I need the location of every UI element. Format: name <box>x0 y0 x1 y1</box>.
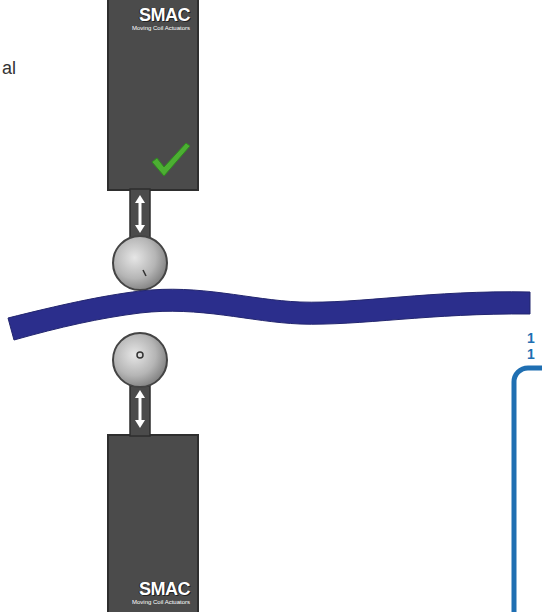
roller-mark <box>143 270 146 276</box>
callout-number: 1 <box>527 330 535 346</box>
roller-mark <box>137 352 143 358</box>
side-panel <box>514 368 542 612</box>
callout-number: 1 <box>527 346 535 362</box>
roller <box>113 333 167 387</box>
brand-subtitle: Moving Coil Actuators <box>132 598 190 606</box>
brand-subtitle: Moving Coil Actuators <box>132 24 190 32</box>
actuator-housing <box>108 0 198 190</box>
partial-text: al <box>2 58 16 79</box>
actuator-rod <box>130 386 150 436</box>
material-strip <box>8 289 530 340</box>
brand-name: SMAC <box>139 580 190 598</box>
actuator-rod <box>130 189 150 239</box>
brand-name: SMAC <box>139 6 190 24</box>
check-mark <box>152 143 190 176</box>
actuator-box: SMACMoving Coil Actuators <box>108 435 198 612</box>
actuator-box: SMACMoving Coil Actuators <box>108 0 198 190</box>
actuator-housing <box>108 435 198 612</box>
roller <box>113 236 167 290</box>
